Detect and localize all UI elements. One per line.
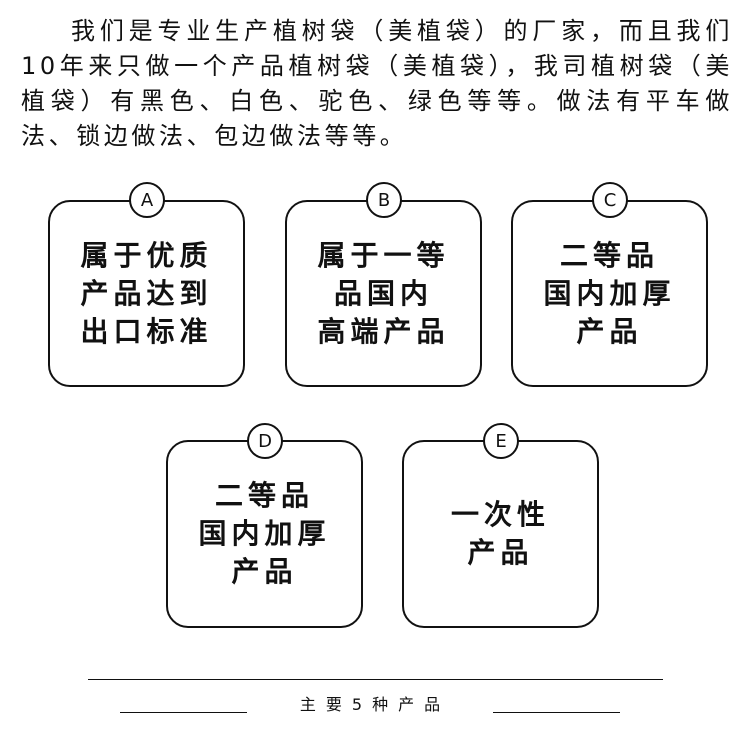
- card-e-text: 一次性 产品: [450, 498, 550, 569]
- footer-top-rule: [88, 679, 663, 680]
- product-card-d: 二等品 国内加厚 产品: [166, 440, 363, 628]
- product-card-b: 属于一等 品国内 高端产品: [285, 200, 482, 387]
- card-d-badge: D: [247, 423, 283, 459]
- product-card-e: 一次性 产品: [402, 440, 599, 628]
- card-b-badge: B: [366, 182, 402, 218]
- card-d-text: 二等品 国内加厚 产品: [198, 479, 331, 588]
- intro-paragraph: 我们是专业生产植树袋（美植袋）的厂家，而且我们10年来只做一个产品植树袋（美植袋…: [21, 17, 733, 150]
- card-b-text: 属于一等 品国内 高端产品: [317, 238, 450, 348]
- card-e-badge: E: [483, 423, 519, 459]
- card-c-text: 二等品 国内加厚 产品: [543, 238, 676, 348]
- product-card-a: 属于优质 产品达到 出口标准: [48, 200, 245, 387]
- footer-label: 主要5种产品: [299, 695, 451, 714]
- card-a-text: 属于优质 产品达到 出口标准: [80, 238, 213, 348]
- card-a-badge: A: [129, 182, 165, 218]
- product-card-c: 二等品 国内加厚 产品: [511, 200, 708, 387]
- footer-left-rule: [120, 712, 247, 713]
- card-c-badge: C: [592, 182, 628, 218]
- footer-right-rule: [493, 712, 620, 713]
